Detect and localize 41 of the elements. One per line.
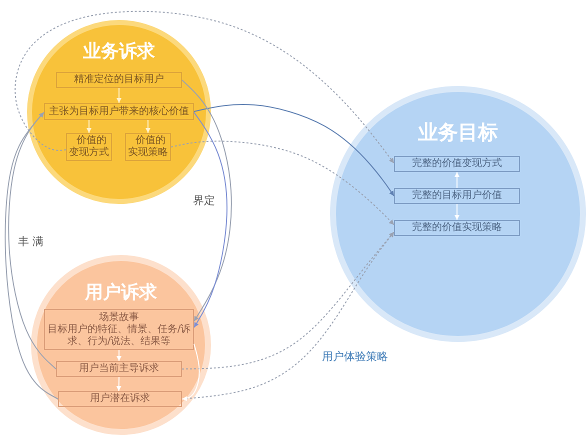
box-heading: 场景故事: [98, 312, 140, 324]
box-label: 价值的实现策略: [128, 135, 168, 159]
dotted-arrow: [182, 232, 394, 370]
text-box: [44, 309, 194, 350]
box-label: 完整的目标用户价值: [411, 190, 503, 202]
text-box: [394, 188, 520, 204]
box-label: 目标用户的特征、情景、任务/诉求、行为/说法、结果等: [47, 324, 191, 348]
arrow: [182, 80, 232, 322]
box-label: 用户当前主导诉求: [78, 363, 160, 375]
arrow: [454, 204, 460, 220]
text-box: [394, 220, 520, 236]
arrow: [116, 350, 122, 362]
box-label: 价值的变现方式: [69, 135, 109, 159]
arrow: [116, 88, 122, 104]
text-box: [394, 156, 520, 172]
annotation-label: 界定: [193, 194, 215, 207]
arrow: [145, 120, 150, 134]
circle-title: 业务目标: [418, 121, 498, 143]
arrow: [4, 112, 58, 400]
dotted-arrow: [14, 10, 394, 164]
box-label: 主张为目标用户带来的核心价值: [48, 106, 190, 118]
circle-title: 业务诉求: [83, 42, 155, 62]
box-label: 完整的价值变现方式: [411, 158, 503, 170]
text-box: [56, 361, 182, 377]
arrow: [194, 104, 394, 196]
dotted-arrow: [170, 140, 394, 226]
box-label: 精准定位的目标用户: [73, 74, 165, 86]
circle-title: 用户诉求: [85, 283, 157, 303]
arrow: [116, 376, 122, 392]
arrow: [86, 120, 92, 134]
text-box: [44, 103, 194, 120]
arrow: [8, 112, 56, 370]
box-label: 完整的价值实现策略: [411, 222, 503, 234]
text-box: [56, 72, 182, 88]
arrow: [454, 172, 460, 188]
annotation-label: 丰 满: [18, 235, 44, 248]
text-box: [58, 391, 182, 407]
box-label: 用户潜在诉求: [89, 393, 151, 405]
arrow: [194, 112, 228, 328]
arrow: [182, 343, 200, 402]
annotation-label: 用户体验策略: [322, 350, 388, 363]
